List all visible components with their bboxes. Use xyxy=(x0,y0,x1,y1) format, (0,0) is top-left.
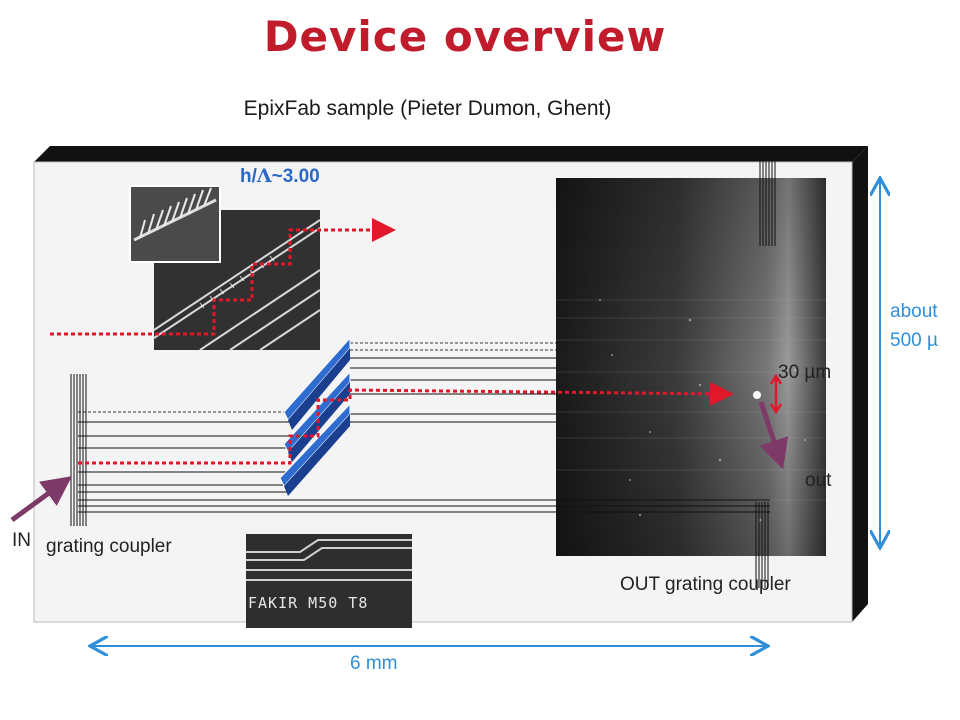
page-title: Device overview xyxy=(263,12,667,61)
ratio-symbol: Λ xyxy=(256,165,272,187)
ratio-prefix: h/ xyxy=(240,166,257,187)
sem-image-fakir xyxy=(246,534,412,628)
out-label: out xyxy=(805,470,832,491)
in-grating-coupler xyxy=(70,374,87,526)
in-label: IN xyxy=(12,530,31,551)
microscope-image xyxy=(556,178,826,556)
in-arrow xyxy=(10,476,73,523)
light-path xyxy=(50,218,734,465)
sem-inset-text: FAKIR M50 T8 xyxy=(248,594,369,612)
ratio-label: h/Λ~3.00 xyxy=(240,165,320,188)
out-arrow xyxy=(758,401,789,470)
out-grating-coupler xyxy=(755,152,776,588)
grating-coupler-label: grating coupler xyxy=(46,536,172,557)
width-label-line2: 500 µ xyxy=(890,330,938,351)
spacing-arrow xyxy=(769,373,783,415)
sem-inset-grating xyxy=(129,185,221,263)
subtitle: EpixFab sample (Pieter Dumon, Ghent) xyxy=(243,97,612,120)
ratio-value: ~3.00 xyxy=(271,166,320,187)
length-label: 6 mm xyxy=(350,653,398,674)
waveguides xyxy=(78,342,770,513)
spacing-label: 30 µm xyxy=(778,362,832,383)
width-label-line1: about xyxy=(890,301,938,322)
out-grating-coupler-label: OUT grating coupler xyxy=(620,574,791,595)
